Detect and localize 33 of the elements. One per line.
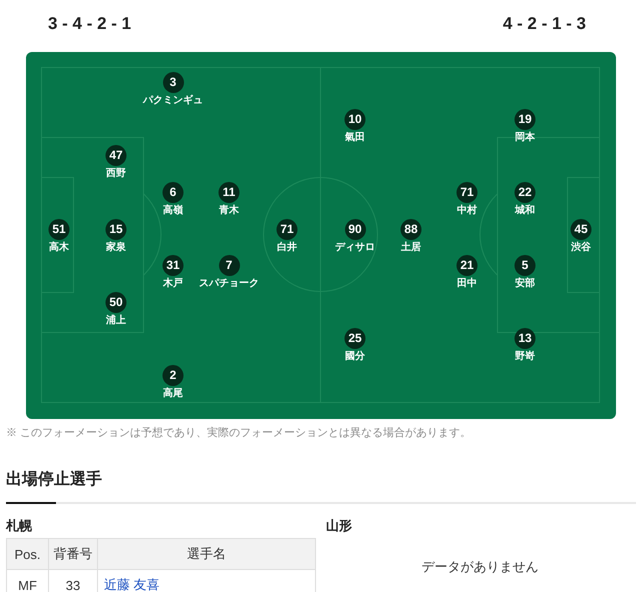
player-name: 高木: [49, 242, 69, 254]
player-name: 田中: [457, 278, 477, 290]
player-name: 岡本: [515, 132, 535, 144]
player-name: 木戸: [163, 278, 183, 290]
player-name: 白井: [277, 242, 297, 254]
formation-text: 4 - 2 - 1 - 3: [502, 14, 586, 34]
player-link: 近藤 友喜: [104, 576, 160, 592]
player-name: 城和: [515, 204, 535, 216]
player-name: スパチョーク: [199, 278, 259, 290]
player-name: 家泉: [106, 242, 126, 254]
player-name: 渋谷: [571, 242, 591, 254]
player-name: 氣田: [345, 132, 365, 144]
player-name: 中村: [457, 204, 477, 216]
player-name: 安部: [515, 278, 535, 290]
formation-text: 3 - 4 - 2 - 1: [48, 14, 132, 34]
player-name: 高尾: [163, 388, 183, 400]
table-header-cell: 選手名: [97, 538, 316, 570]
section-heading: 出場停止選手: [6, 470, 102, 490]
player-name: ディサロ: [335, 242, 375, 254]
player-name: 高嶺: [163, 204, 183, 216]
player-name: 野嵜: [515, 350, 535, 362]
player-name: 青木: [219, 204, 239, 216]
player-name: パクミンギュ: [143, 94, 203, 106]
empty-message: データがありません: [422, 559, 538, 575]
table-header-cell: Pos.: [6, 538, 49, 570]
table-header-cell: 背番号: [48, 538, 98, 570]
player-name: 國分: [345, 350, 365, 362]
player-name: 西野: [106, 168, 126, 180]
disclaimer-note: ※ このフォーメーションは予想であり、実際のフォーメーションとは異なる場合があります。: [6, 426, 472, 440]
team-name: 山形: [326, 518, 352, 534]
player-name: 浦上: [106, 314, 126, 326]
team-name: 札幌: [6, 518, 32, 534]
player-name: 土居: [401, 242, 421, 254]
